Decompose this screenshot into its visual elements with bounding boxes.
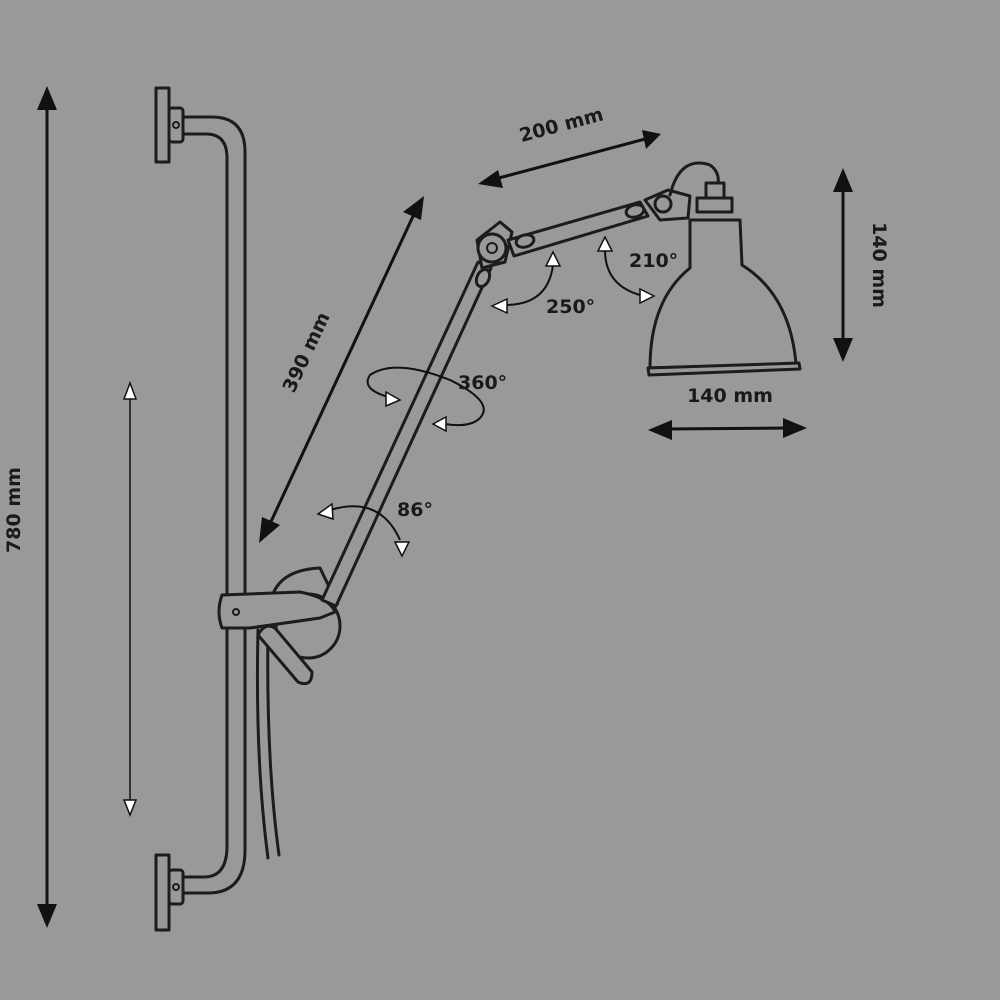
rotation-360-arrow [366,366,485,433]
lamp-shade [646,181,802,377]
base-joint [217,566,342,686]
wall-bracket-bottom [154,853,185,932]
elbow-joint [475,220,514,270]
rotation-86-arrow [316,502,411,558]
label-140mm-vertical: 140 mm [868,222,890,308]
label-390mm: 390 mm [278,309,334,396]
label-210deg: 210° [629,250,678,272]
label-250deg: 250° [546,296,595,318]
dimension-140mm-horizontal [648,418,807,440]
label-360deg: 360° [458,372,507,394]
dimension-200mm [478,130,661,188]
rotation-210-arrow [596,235,656,305]
upper-arm [506,200,650,258]
wall-rail [178,115,247,895]
label-140mm-horizontal: 140 mm [687,385,773,407]
dimension-780mm [37,86,57,928]
dimension-140mm-vertical [833,168,853,362]
wall-bracket-top [154,86,185,164]
adjustable-range-arrow [122,380,138,818]
lower-arm [320,260,493,608]
label-200mm: 200 mm [517,103,606,146]
power-cable [255,628,281,860]
rotation-250-arrow [490,250,562,315]
label-86deg: 86° [397,499,433,521]
label-780mm: 780 mm [3,467,25,553]
dimension-390mm [259,196,424,543]
shade-joint [643,161,720,222]
